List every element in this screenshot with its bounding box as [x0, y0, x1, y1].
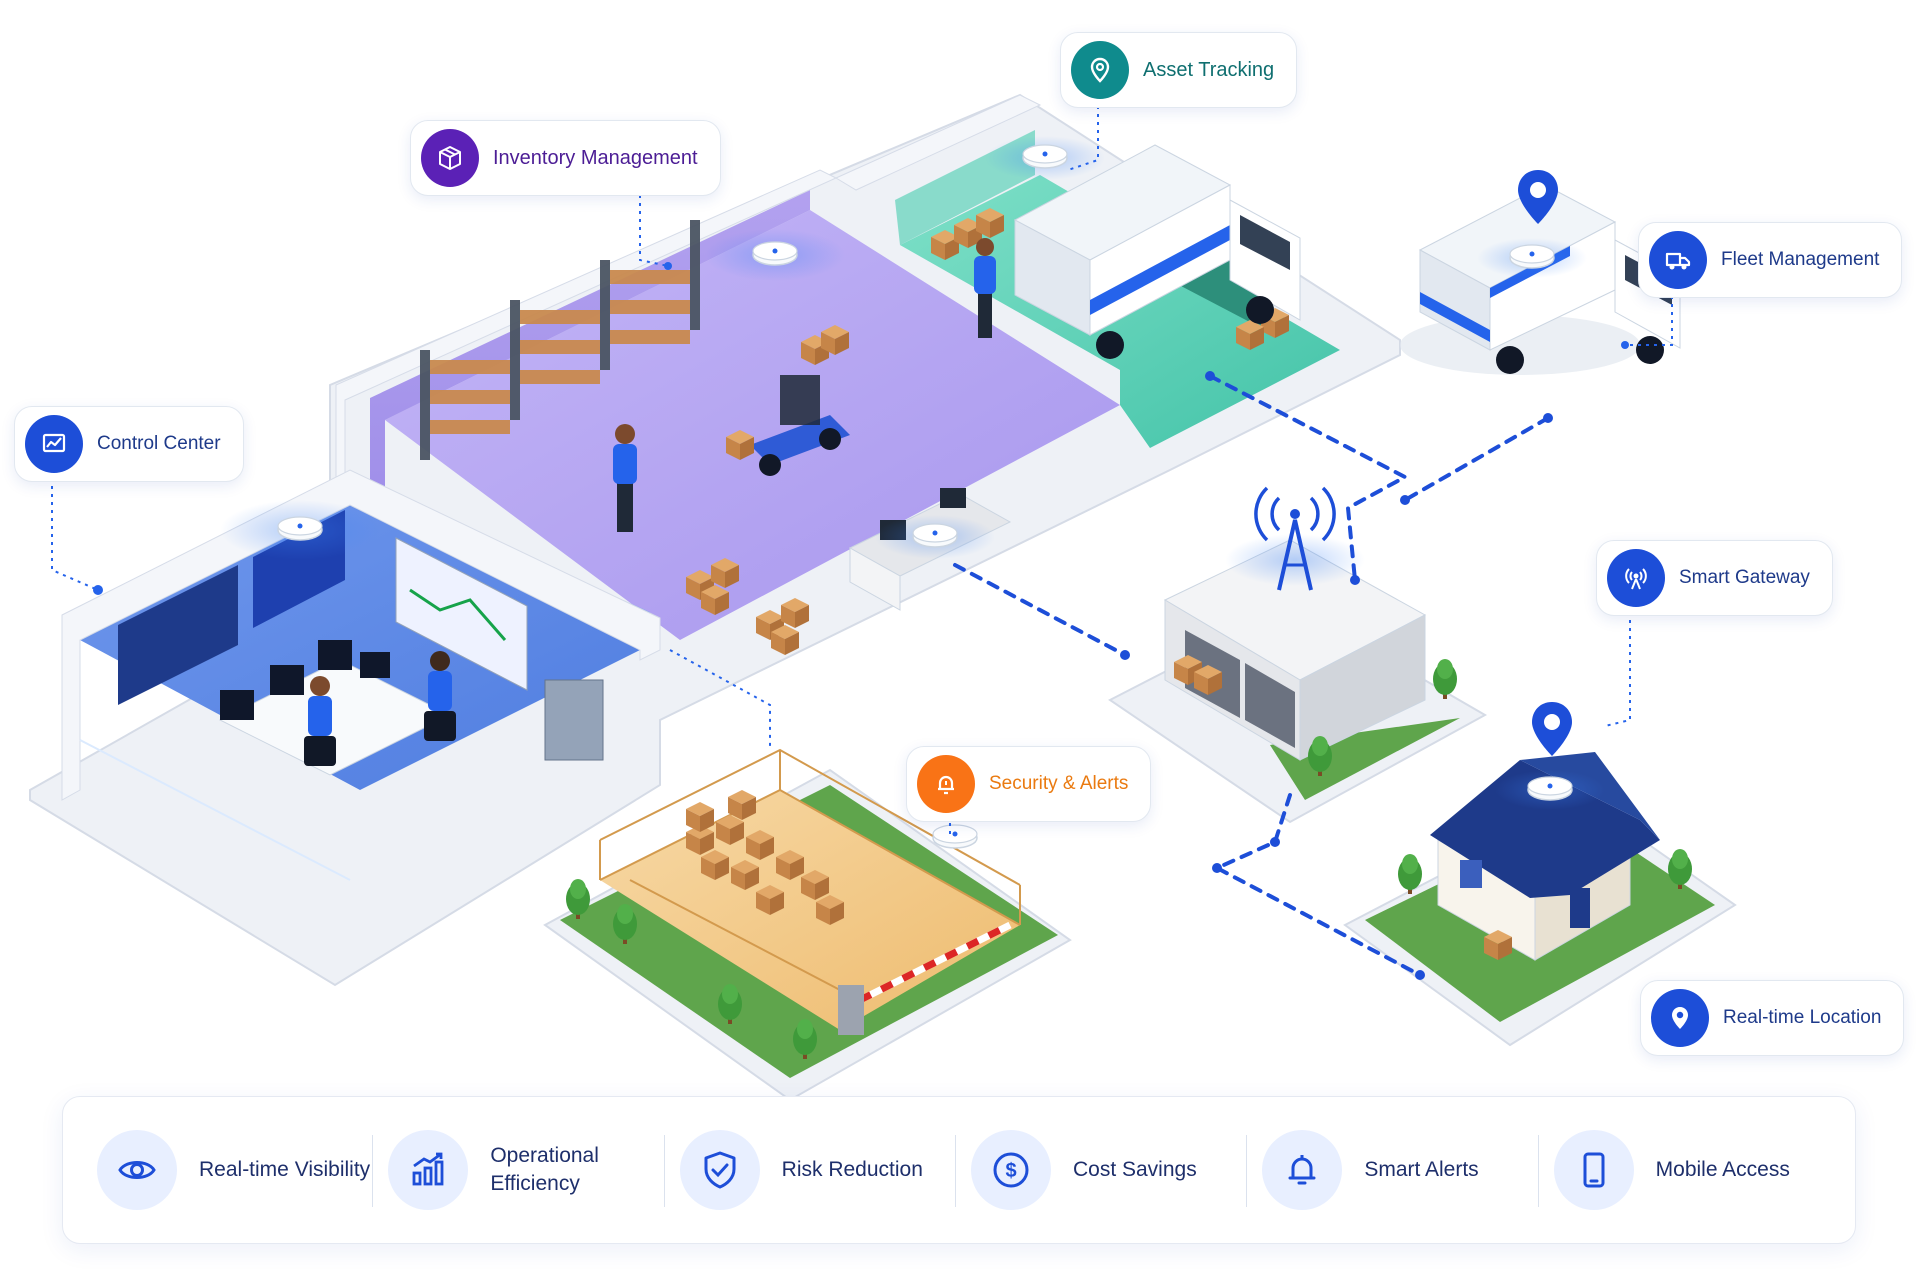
- benefit-label: Operational Efficiency: [490, 1143, 599, 1195]
- label-text: Real-time Location: [1723, 1007, 1882, 1028]
- benefit-label: Smart Alerts: [1364, 1157, 1479, 1181]
- operator-2: [424, 651, 456, 741]
- growth-chart-icon: [388, 1130, 469, 1210]
- benefit-label: Mobile Access: [1655, 1157, 1790, 1181]
- benefit-risk-reduction[interactable]: Risk Reduction: [663, 1097, 959, 1243]
- package-box-icon: [421, 129, 479, 187]
- label-realtime-location[interactable]: Real-time Location: [1640, 980, 1905, 1056]
- truck-sensor: [1477, 238, 1587, 278]
- alarm-bell-icon: [917, 755, 975, 813]
- warehouse-sensor: [705, 229, 845, 281]
- warehouse-floor: [385, 210, 1120, 640]
- label-text: Security & Alerts: [989, 773, 1129, 794]
- yard-sensor: [932, 824, 978, 849]
- server-cabinet: [544, 679, 604, 761]
- broadcast-antenna-icon: [1607, 549, 1665, 607]
- truck-location-pin-icon: [1518, 170, 1558, 224]
- analytics-monitor-icon: [25, 415, 83, 473]
- control-room-sensor: [220, 500, 380, 560]
- cell-tower: [1225, 486, 1365, 591]
- label-text: Smart Gateway: [1679, 567, 1810, 588]
- label-text: Control Center: [97, 433, 221, 454]
- dock-truck: [1013, 144, 1301, 359]
- benefit-label: Risk Reduction: [781, 1157, 923, 1181]
- benefit-label: Cost Savings: [1072, 1157, 1197, 1181]
- forklift: [726, 375, 850, 476]
- label-text: Fleet Management: [1721, 249, 1880, 270]
- label-control-center[interactable]: Control Center: [14, 406, 244, 482]
- location-pin-icon: [1651, 989, 1709, 1047]
- benefit-cost-savings[interactable]: $ Cost Savings: [954, 1097, 1250, 1243]
- bell-icon: [1262, 1130, 1343, 1210]
- label-asset-tracking[interactable]: Asset Tracking: [1060, 32, 1298, 108]
- mobile-phone-icon: [1553, 1130, 1634, 1210]
- house-location-pin-icon: [1532, 702, 1572, 756]
- network-links: [953, 374, 1550, 977]
- operator-1: [304, 676, 336, 766]
- benefit-label: Real-time Visibility: [199, 1157, 371, 1181]
- benefits-bar: Real-time Visibility Operational Efficie…: [62, 1096, 1856, 1244]
- eye-icon: [97, 1130, 177, 1210]
- label-fleet-management[interactable]: Fleet Management: [1638, 222, 1903, 298]
- label-smart-gateway[interactable]: Smart Gateway: [1596, 540, 1833, 616]
- dock-sensor: [985, 136, 1105, 180]
- label-text: Asset Tracking: [1143, 58, 1275, 81]
- svg-text:$: $: [1005, 1160, 1016, 1182]
- control-desk: [218, 640, 452, 776]
- network-nodes: [1120, 371, 1553, 980]
- dock-worker: [974, 238, 996, 338]
- callout-leaders: [51, 98, 1673, 835]
- benefit-smart-alerts[interactable]: Smart Alerts: [1246, 1097, 1541, 1243]
- benefit-mobile-access[interactable]: Mobile Access: [1537, 1097, 1833, 1243]
- dollar-coin-icon: $: [970, 1130, 1051, 1210]
- label-text: Inventory Management: [493, 146, 698, 169]
- label-inventory-management[interactable]: Inventory Management: [410, 120, 721, 196]
- house-sensor: [1495, 770, 1605, 810]
- label-security-alerts[interactable]: Security & Alerts: [906, 746, 1152, 822]
- warehouse-shelving: [420, 220, 700, 460]
- benefit-operational-efficiency[interactable]: Operational Efficiency: [372, 1097, 667, 1243]
- gate-barrier: [838, 921, 1012, 1035]
- house-roof: [1430, 760, 1660, 898]
- benefit-realtime-visibility[interactable]: Real-time Visibility: [85, 1097, 376, 1243]
- warehouse-worker: [613, 424, 637, 532]
- shield-check-icon: [679, 1130, 760, 1210]
- desk-sensor: [875, 515, 995, 559]
- yard-fence: [599, 748, 1021, 991]
- delivery-truck-icon: [1649, 231, 1707, 289]
- location-pin-icon: [1071, 41, 1129, 99]
